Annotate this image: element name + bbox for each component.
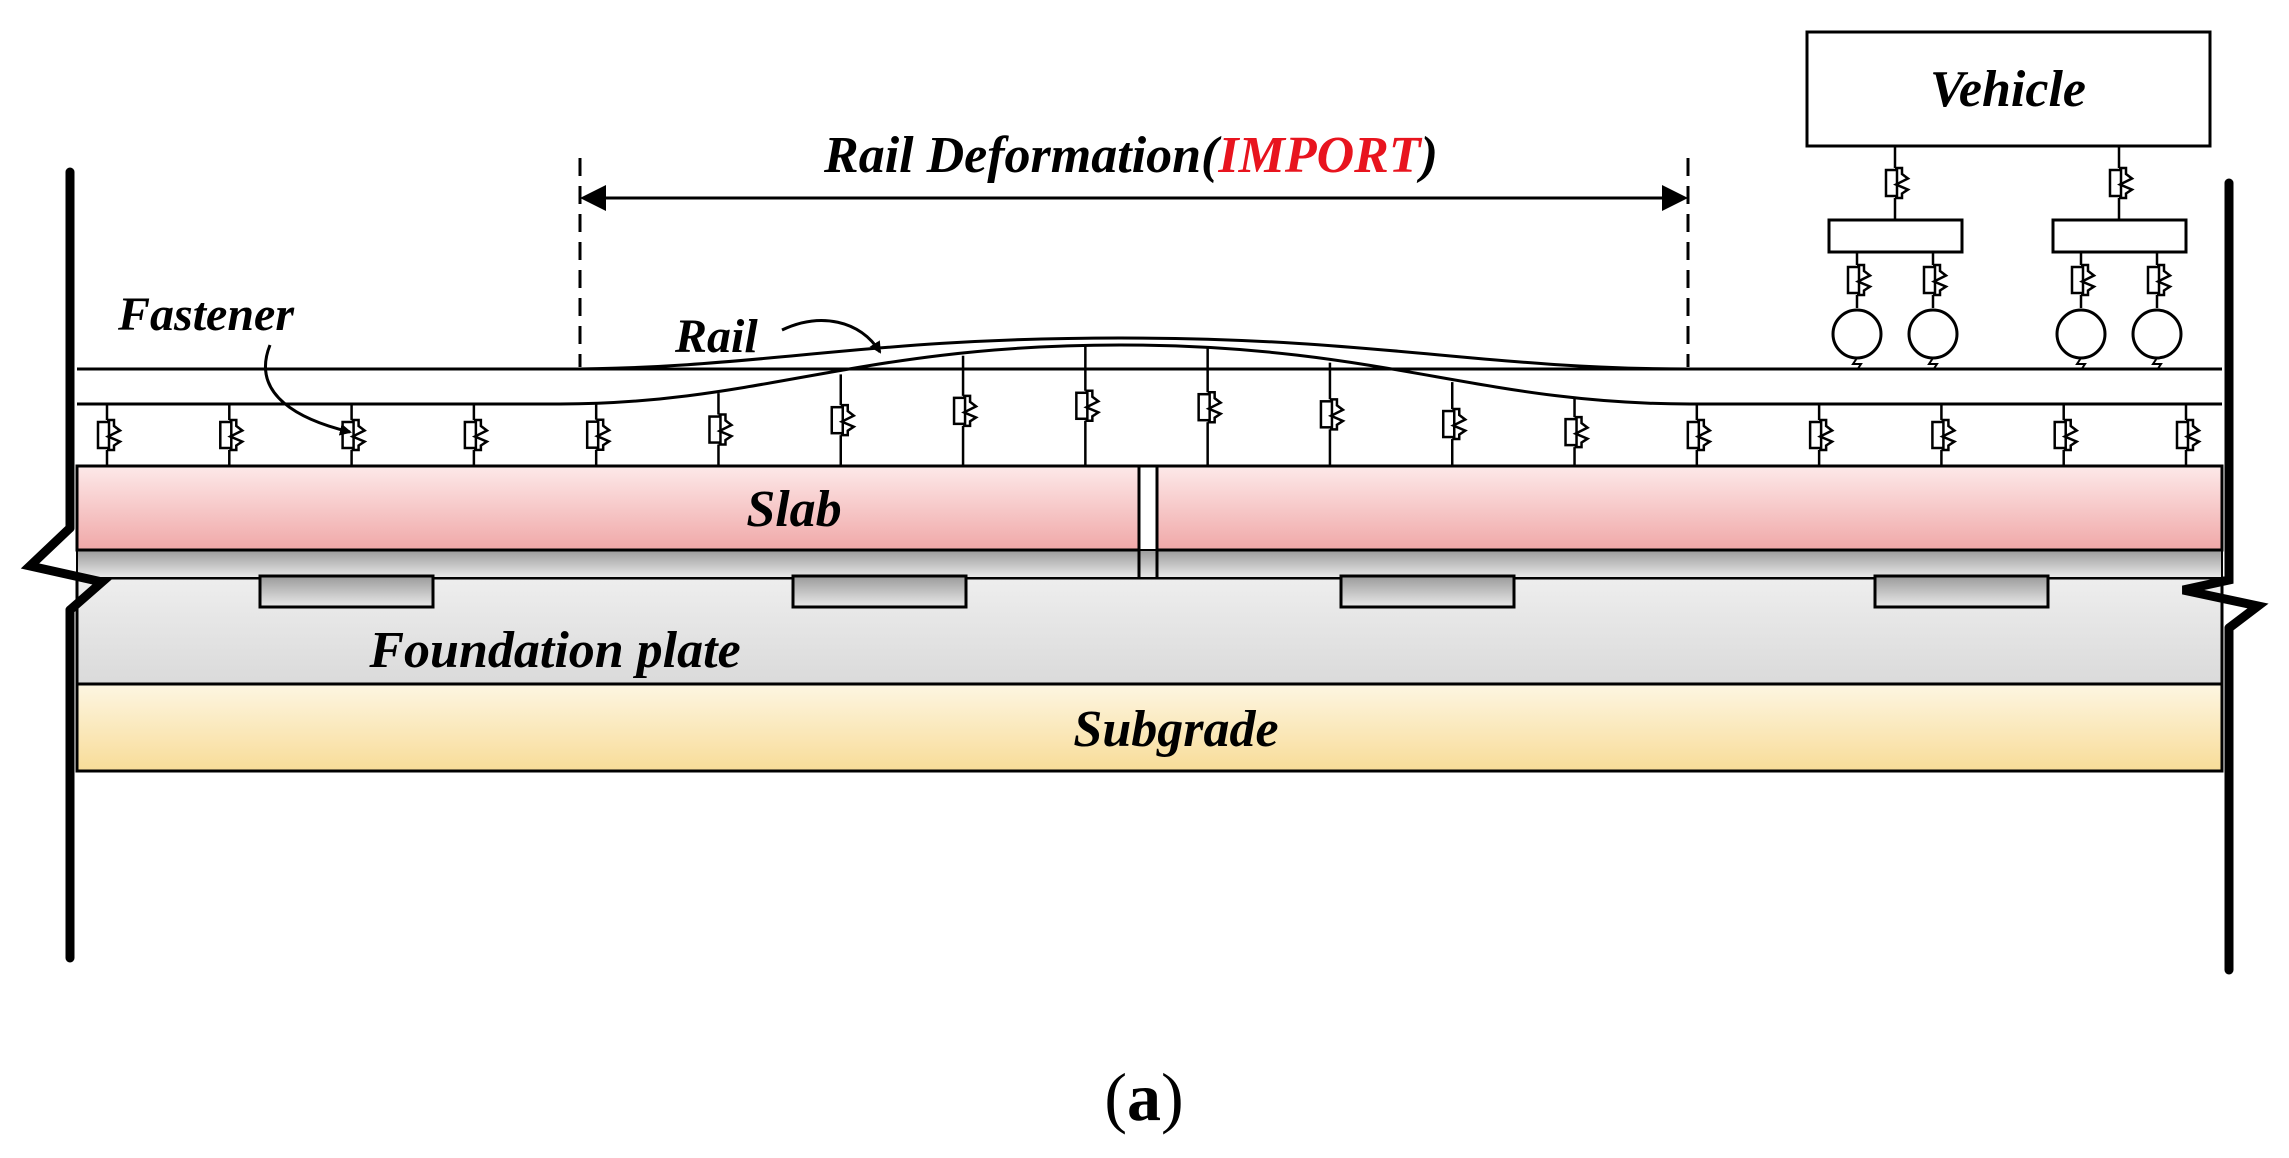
vehicle-body [1805,30,2212,148]
fastener-spring [1808,404,1835,466]
fastener-leader-arrow [263,344,352,436]
vehicle-suspension [1827,146,2188,371]
deformation-label-suffix: ) [1417,127,1438,184]
subgrade-label: Subgrade [1073,701,1278,758]
slab-joint [1137,466,1159,578]
slab-label: Slab [746,481,841,538]
fastener-spring [830,374,857,466]
slab-left [75,464,1141,552]
foundation-bosses [258,574,2050,609]
fastener-label: Fastener [117,288,295,341]
fastener-spring [585,403,612,466]
deformation-label: Rail Deformation(IMPORT) [823,127,1438,184]
fastener-spring [463,404,490,466]
caption-close: ) [1161,1059,1184,1135]
fastener-spring [219,404,245,466]
wheel [1831,308,1883,371]
subgrade-layer [75,682,2224,773]
import-highlight: IMPORT [1217,127,1422,184]
wheel [2131,308,2183,371]
bogie-frame [1827,218,1964,254]
slab-right [1155,464,2224,552]
fastener-spring [341,404,368,466]
left-boundary [20,167,112,963]
fastener-group [96,345,2202,466]
primary-suspension [1922,252,1949,308]
fastener-spring [708,393,735,466]
fastener-spring [1931,404,1958,466]
fastener-spring [1564,398,1591,466]
bogie-frame [2051,218,2188,254]
primary-suspension [1846,252,1873,308]
foundation-plate-label: Foundation plate [368,622,740,679]
wheel [2055,308,2107,371]
right-boundary [2182,178,2269,975]
rail-upper-curve [77,343,2222,406]
deformation-label-prefix: Rail Deformation( [823,127,1222,184]
deformation-dimension [578,158,1690,367]
fastener-spring [1319,362,1346,466]
caption-open: ( [1104,1059,1127,1135]
mortar-band [76,549,2223,579]
rail-leader-arrow [781,319,882,354]
fastener-spring [1075,345,1102,466]
figure-caption: (a) [1104,1059,1183,1135]
primary-suspension [2146,252,2173,308]
rail-lower-curve [559,336,1691,371]
fastener-spring [1197,348,1224,466]
caption-letter: a [1127,1059,1161,1135]
fastener-spring [1441,382,1468,466]
fastener-spring [2175,404,2202,466]
vehicle-label: Vehicle [1930,61,2086,118]
fastener-spring [1686,404,1713,466]
wheel [1907,308,1959,371]
fastener-spring [96,404,123,466]
primary-suspension [2070,252,2097,308]
rail-label: Rail [674,310,758,363]
fastener-spring [2053,404,2080,466]
secondary-suspension [2108,146,2135,220]
secondary-suspension [1884,146,1911,220]
fastener-spring [952,355,979,466]
